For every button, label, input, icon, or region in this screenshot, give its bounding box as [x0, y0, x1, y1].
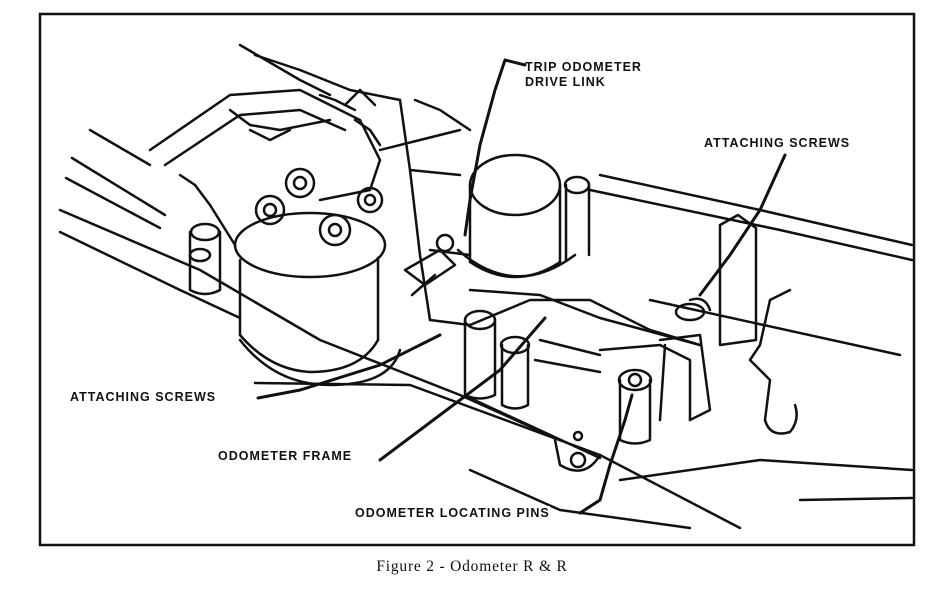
leader-trip-drive-link [463, 58, 527, 237]
label-attaching-screws-right: ATTACHING SCREWS [704, 136, 851, 151]
label-trip-odometer-line1: TRIP ODOMETER [525, 60, 642, 74]
label-odometer-locating-pins: ODOMETER LOCATING PINS [355, 506, 550, 521]
label-drive-link-line2: DRIVE LINK [525, 75, 606, 89]
figure-border [38, 12, 916, 547]
leader-attaching-screws-right [698, 153, 787, 297]
leader-odometer-frame [378, 316, 547, 462]
figure-caption: Figure 2 - Odometer R & R [376, 558, 568, 575]
label-odometer-frame: ODOMETER FRAME [218, 449, 353, 464]
leader-attaching-screws-left [256, 333, 442, 400]
leader-lines [256, 58, 787, 515]
label-trip-odometer-drive-link: TRIP ODOMETER DRIVE LINK [525, 60, 642, 90]
label-attaching-screws-left: ATTACHING SCREWS [70, 390, 217, 405]
leader-locating-pins [578, 393, 634, 515]
